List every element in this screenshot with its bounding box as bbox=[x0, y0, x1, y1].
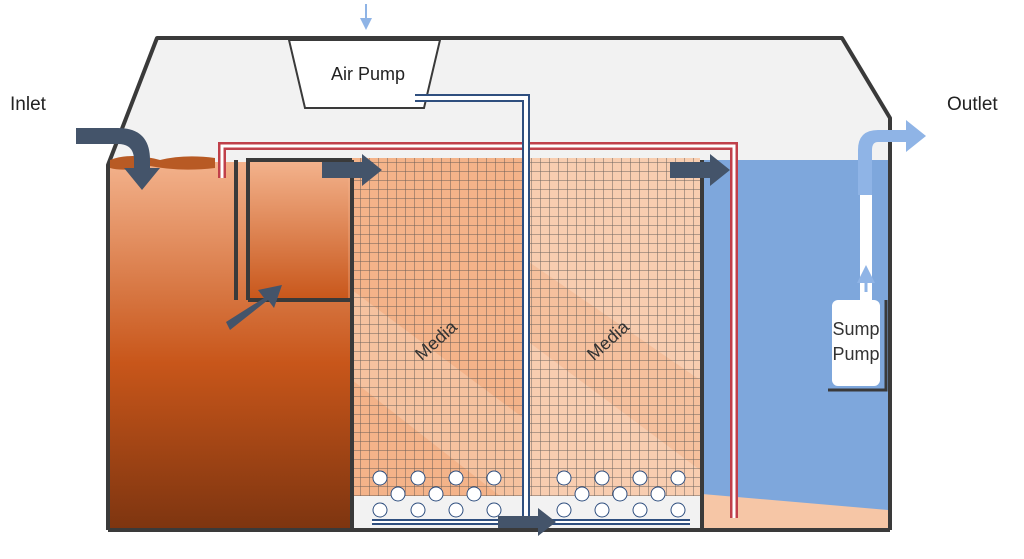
air-bubble bbox=[410, 470, 426, 486]
outlet-pipe bbox=[858, 120, 926, 195]
enclosure-outline bbox=[106, 36, 892, 530]
air-bubble bbox=[466, 486, 482, 502]
sump-pump bbox=[832, 300, 880, 386]
air-bubble bbox=[650, 486, 666, 502]
air-bubble bbox=[594, 470, 610, 486]
air-bubble bbox=[372, 470, 388, 486]
sump-shelf bbox=[828, 300, 888, 392]
air-bubble bbox=[428, 486, 444, 502]
air-bubble bbox=[574, 486, 590, 502]
air-bubble bbox=[670, 502, 686, 518]
sand-bottom bbox=[702, 494, 888, 530]
flow-arrow-media-in bbox=[322, 154, 382, 186]
air-bubble bbox=[594, 502, 610, 518]
flow-arrow-bottom bbox=[498, 508, 556, 536]
air-pump-box bbox=[287, 39, 442, 109]
inlet-arrow bbox=[76, 128, 160, 190]
return-line-inner bbox=[220, 144, 736, 518]
air-bubble bbox=[556, 470, 572, 486]
sump-pump-label-line2: Pump bbox=[832, 344, 879, 364]
baffle-wall bbox=[246, 158, 352, 300]
air-bubble bbox=[556, 502, 572, 518]
air-bubble bbox=[372, 502, 388, 518]
air-line-inner bbox=[415, 96, 528, 522]
air-bubble bbox=[486, 470, 502, 486]
air-pump-label: Air Pump bbox=[331, 64, 405, 84]
air-bubbles bbox=[372, 470, 686, 518]
air-bubble bbox=[632, 502, 648, 518]
air-bubble bbox=[632, 470, 648, 486]
air-bubble bbox=[612, 486, 628, 502]
outlet-label: Outlet bbox=[947, 94, 998, 115]
air-bubble bbox=[670, 470, 686, 486]
air-bubble bbox=[486, 502, 502, 518]
flow-arrow-media-out bbox=[670, 154, 730, 186]
air-bubble bbox=[448, 470, 464, 486]
flow-arrow-diagonal bbox=[226, 285, 282, 330]
air-bubble bbox=[448, 502, 464, 518]
sump-pump-label-line1: Sump bbox=[832, 319, 879, 339]
inlet-label: Inlet bbox=[10, 94, 46, 115]
air-bubble bbox=[410, 502, 426, 518]
air-bubble bbox=[390, 486, 406, 502]
inner-chamber bbox=[248, 162, 348, 300]
